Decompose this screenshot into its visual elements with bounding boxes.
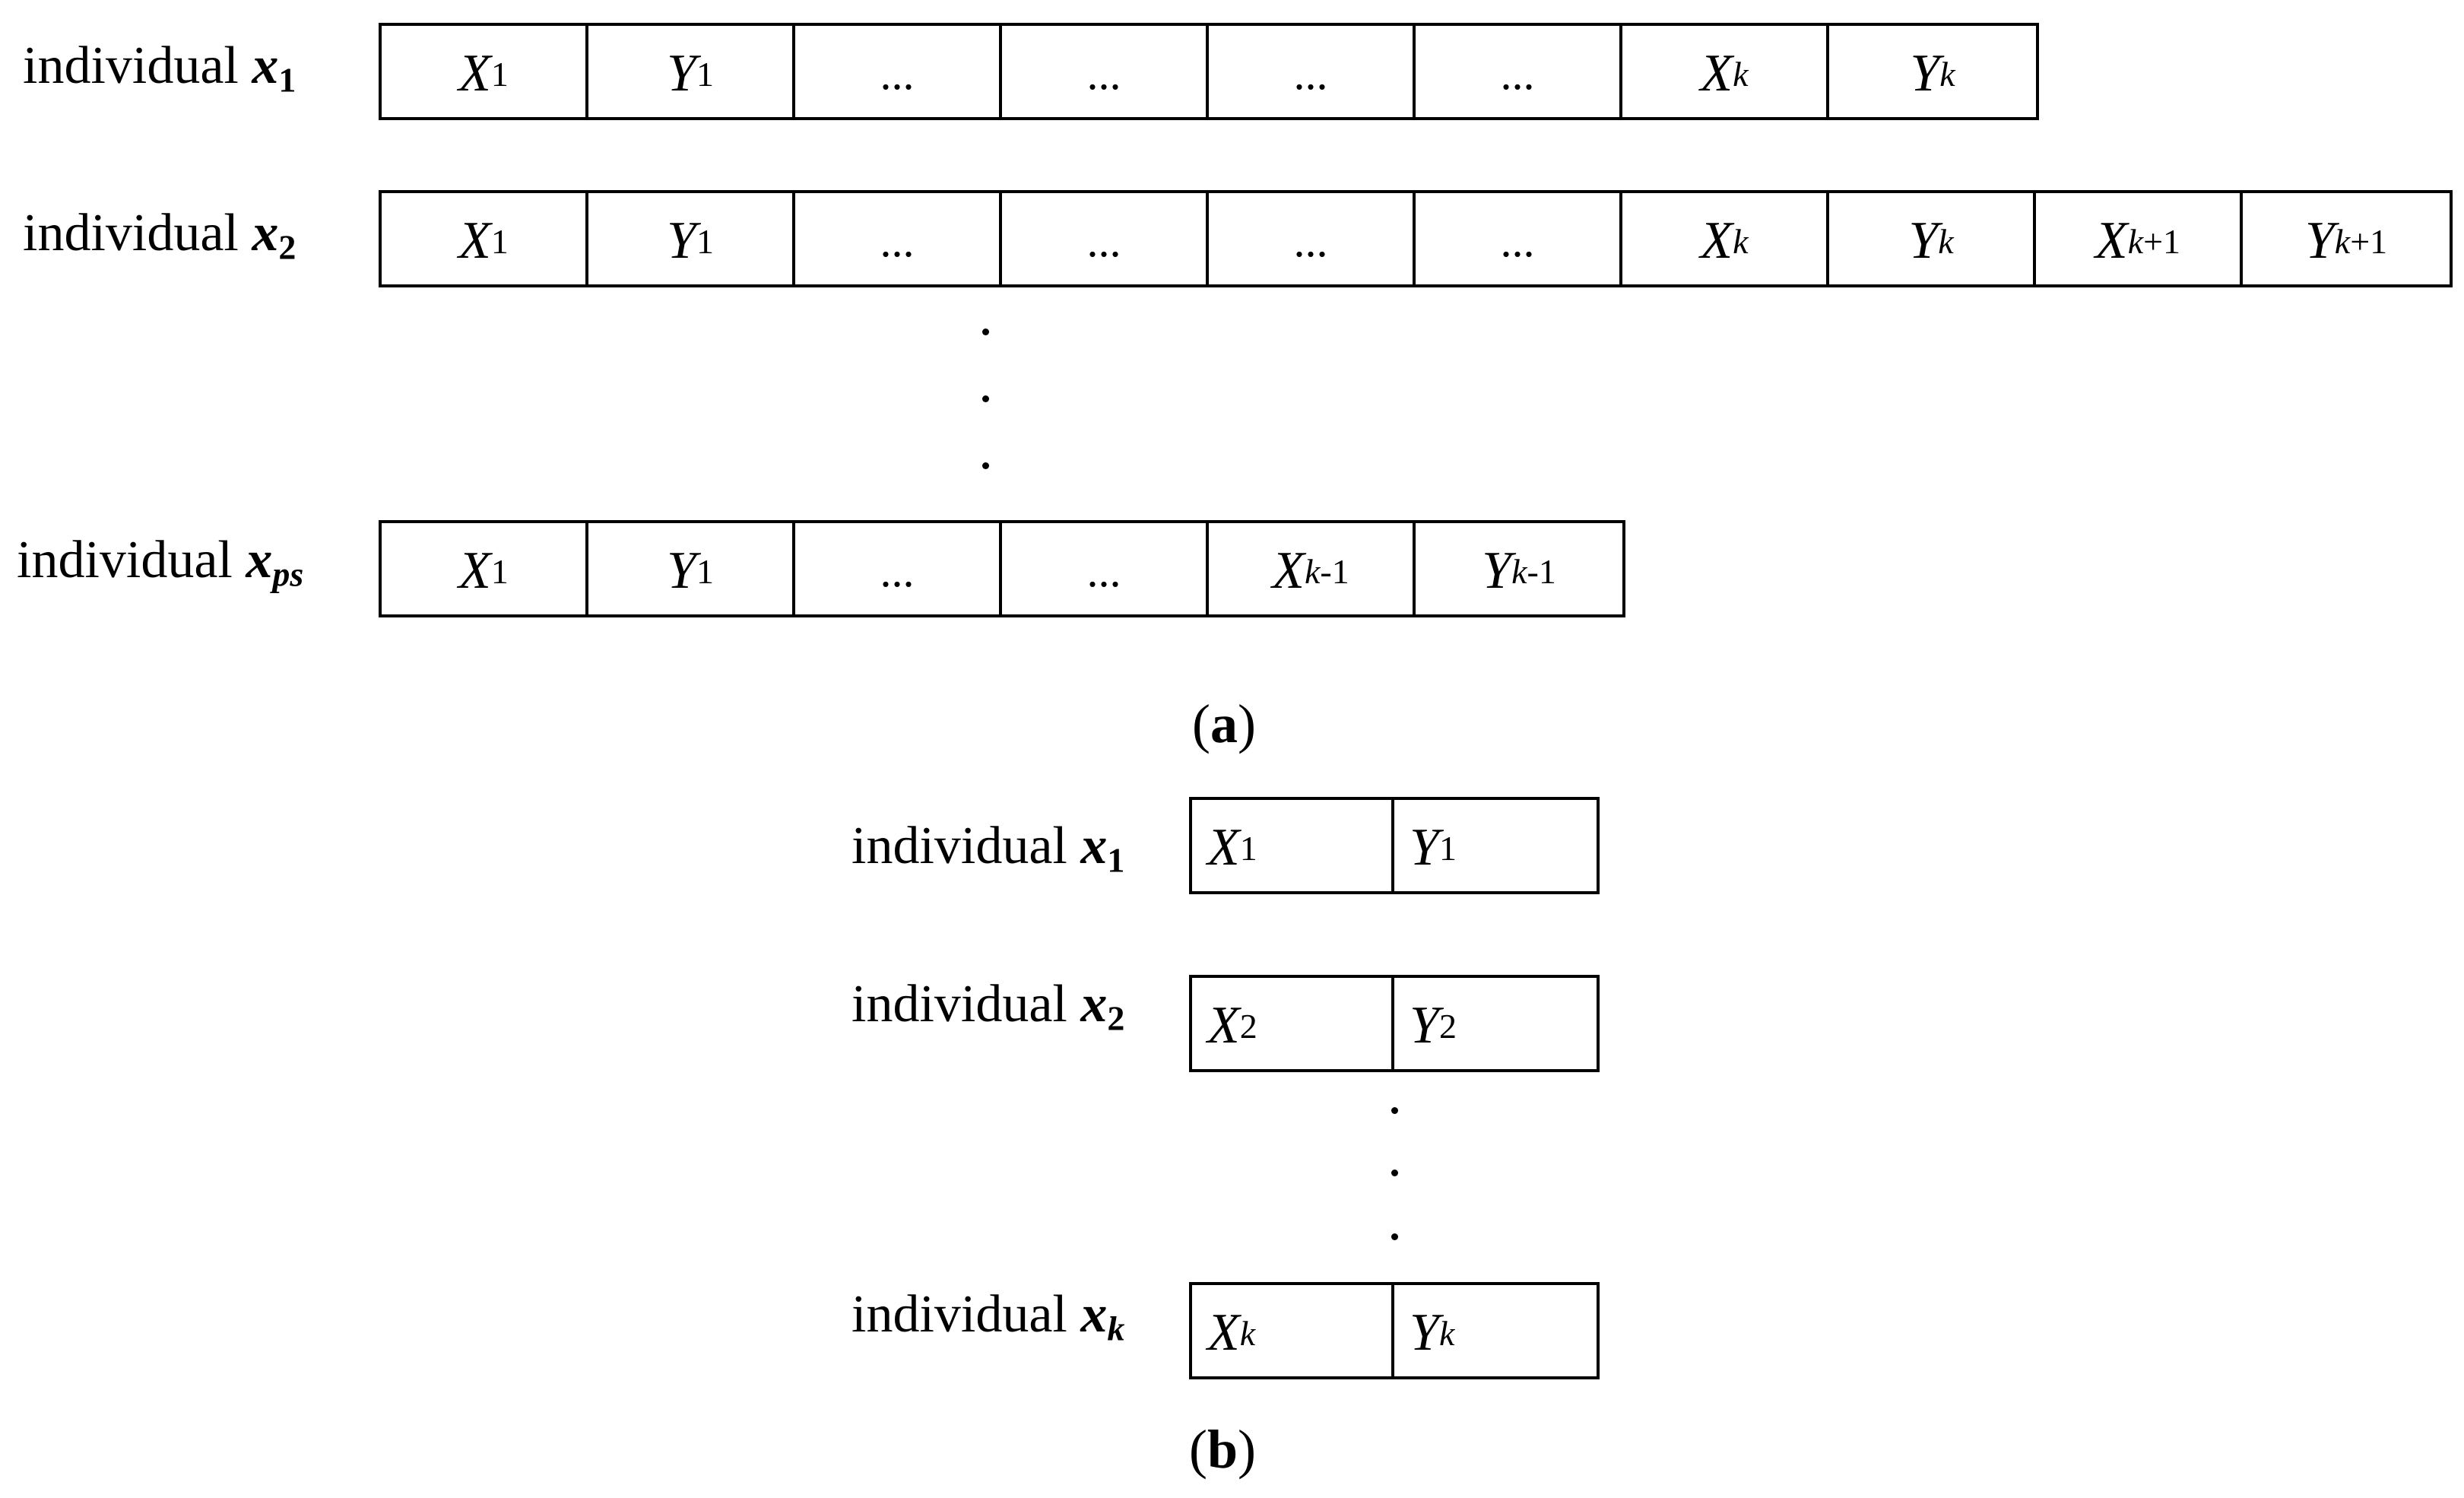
gene-cell: ... xyxy=(1002,193,1209,284)
gene-cell: ... xyxy=(1002,523,1209,614)
row-label-a-x2: individual x2 xyxy=(23,204,297,267)
gene-cell: ... xyxy=(1416,193,1622,284)
gene-cell: ... xyxy=(1209,193,1416,284)
vertical-ellipsis-dot xyxy=(1391,1107,1398,1114)
row-label-a-x1: individual x1 xyxy=(23,36,297,100)
gene-cell: ... xyxy=(1002,26,1209,117)
vertical-ellipsis-dot xyxy=(982,328,989,335)
vertical-ellipsis-dot xyxy=(982,462,989,469)
row-label-a-xps: individual xps xyxy=(17,531,304,594)
vertical-ellipsis-dot xyxy=(1391,1170,1398,1176)
variable-name: xps xyxy=(246,531,304,594)
caption-b: (b) xyxy=(1189,1419,1257,1480)
vertical-ellipsis-dot xyxy=(1391,1233,1398,1240)
gene-cell: ... xyxy=(1209,26,1416,117)
vertical-ellipsis-dot xyxy=(982,395,989,402)
row-label-b-xk: individual xk xyxy=(851,1285,1125,1348)
gene-cell: ... xyxy=(795,523,1002,614)
row-label-b-x1: individual x1 xyxy=(851,817,1125,880)
variable-name: x2 xyxy=(252,204,297,267)
gene-cell: ... xyxy=(795,26,1002,117)
gene-cell: ... xyxy=(1416,26,1622,117)
row-label-b-x2: individual x2 xyxy=(851,975,1125,1038)
caption-a: (a) xyxy=(1192,693,1256,754)
variable-name: xk xyxy=(1080,1285,1125,1348)
variable-name: x2 xyxy=(1080,975,1125,1038)
variable-name: x1 xyxy=(252,36,297,100)
gene-cell: ... xyxy=(795,193,1002,284)
variable-name: x1 xyxy=(1080,817,1125,880)
